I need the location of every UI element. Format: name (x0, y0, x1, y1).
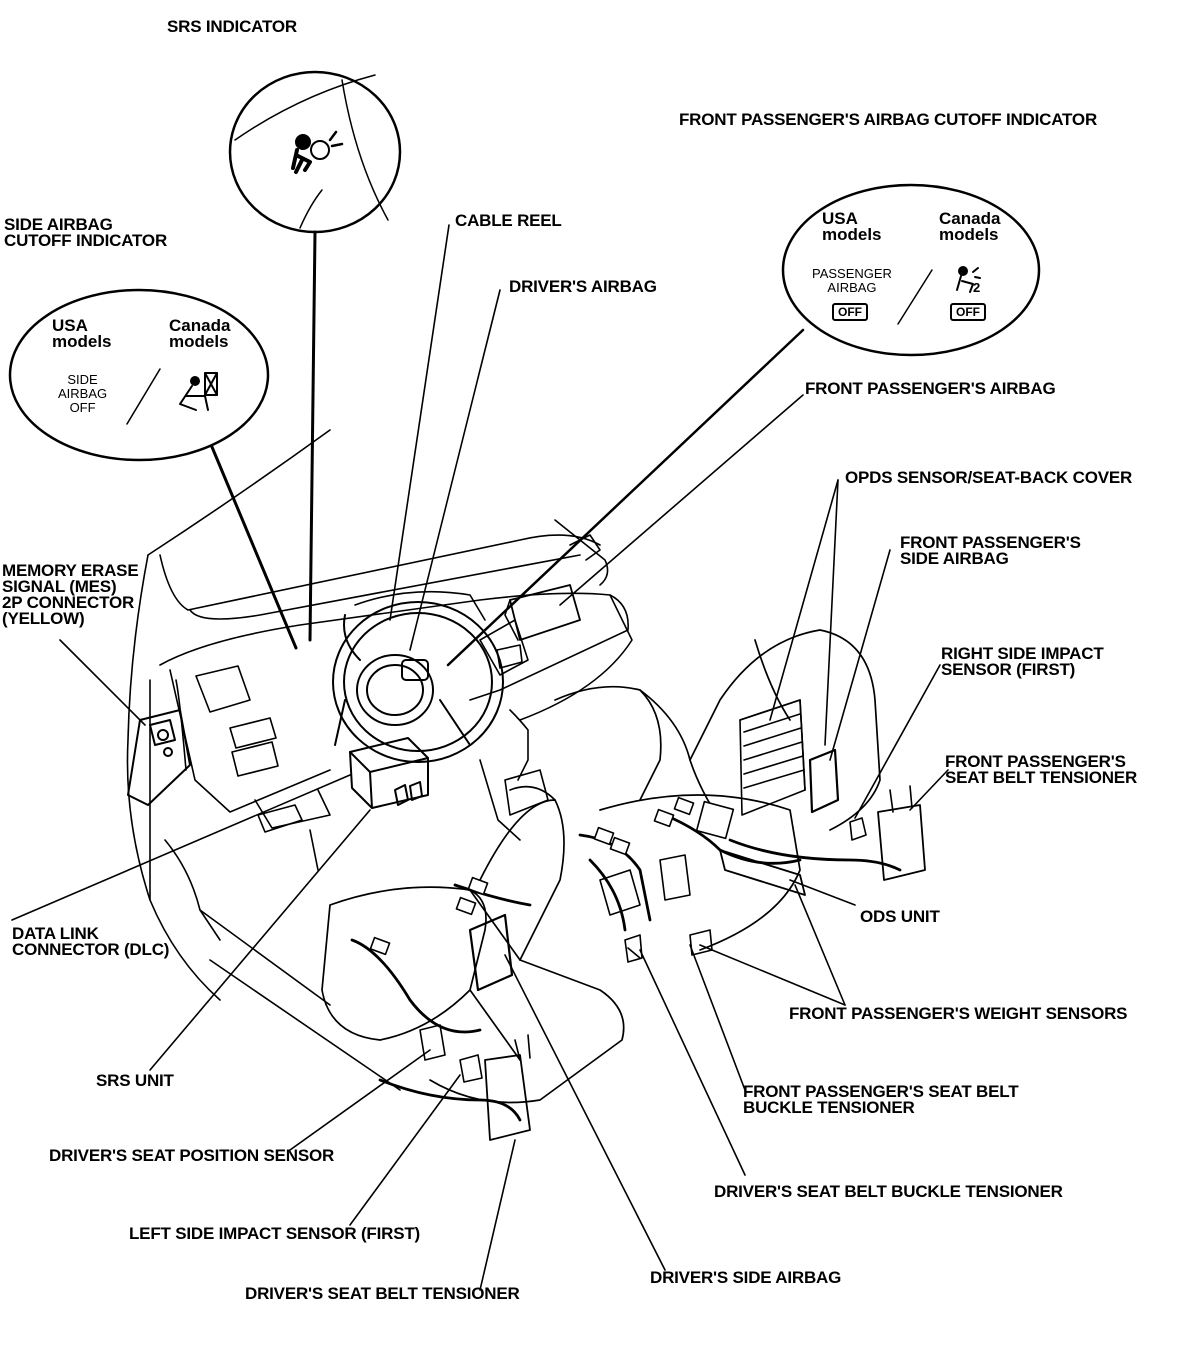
label-driver-buckle-tensioner: DRIVER'S SEAT BELT BUCKLE TENSIONER (714, 1182, 1063, 1201)
airbag-occupant-icon (291, 130, 344, 174)
label-left-side-impact-sensor: LEFT SIDE IMPACT SENSOR (FIRST) (129, 1224, 420, 1243)
passenger-off-badge-usa: OFF (832, 303, 868, 321)
label-srs-unit: SRS UNIT (96, 1071, 174, 1090)
steering-wheel (332, 601, 504, 763)
label-front-passenger-cutoff-indicator: FRONT PASSENGER'S AIRBAG CUTOFF INDICATO… (679, 110, 1098, 129)
driver-side-airbag-module (468, 913, 514, 992)
srs-unit-box (349, 737, 429, 809)
label-opds-sensor: OPDS SENSOR/SEAT-BACK COVER (845, 468, 1133, 487)
opds-sensor-grid (739, 699, 806, 816)
label-cable-reel: CABLE REEL (455, 211, 562, 230)
label-drivers-airbag: DRIVER'S AIRBAG (509, 277, 657, 296)
label-driver-seat-position-sensor: DRIVER'S SEAT POSITION SENSOR (49, 1146, 335, 1165)
srs-inset-dash-line (234, 74, 376, 141)
label-front-passenger-airbag: FRONT PASSENGER'S AIRBAG (805, 379, 1056, 398)
label-ods-unit: ODS UNIT (860, 907, 940, 926)
label-driver-side-airbag: DRIVER'S SIDE AIRBAG (650, 1268, 842, 1287)
label-driver-seat-belt-tensioner: DRIVER'S SEAT BELT TENSIONER (245, 1284, 520, 1303)
passenger-off-badge-canada: OFF (950, 303, 986, 321)
ods-unit-rail (719, 849, 806, 896)
passenger-side-airbag-module (808, 748, 840, 814)
driver-seat (321, 785, 625, 1104)
mes-connector-panel (127, 709, 191, 806)
label-weight-sensors: FRONT PASSENGER'S WEIGHT SENSORS (789, 1004, 1128, 1023)
label-srs-indicator: SRS INDICATOR (167, 17, 297, 36)
passenger-icon-subscript: 2 (973, 280, 981, 295)
side-airbag-cutoff-inset (8, 288, 270, 462)
passenger-airbag-cutoff-inset (781, 183, 1041, 357)
passenger-airbag-off-icon (956, 266, 981, 293)
dashboard-outline (126, 429, 633, 1091)
side-airbag-off-icon (179, 372, 218, 411)
passenger-seat (554, 629, 881, 951)
